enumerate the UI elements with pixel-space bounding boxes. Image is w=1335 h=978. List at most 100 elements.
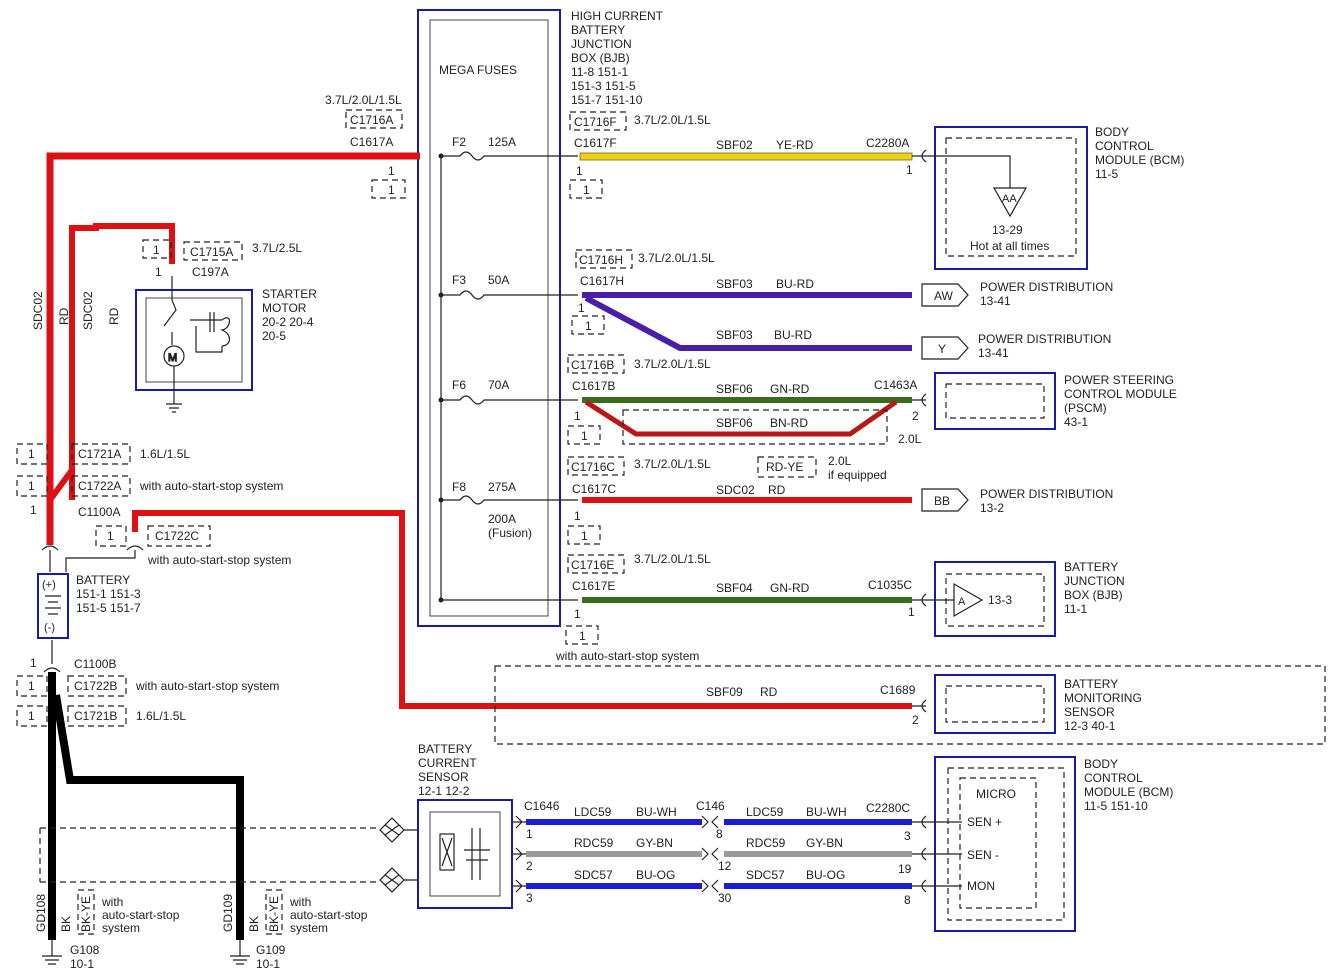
conn-c1716e-box [567,554,625,574]
wire-black-g109 [52,694,244,940]
svg-text:CONTROL: CONTROL [1095,139,1154,153]
wire-label-bkye-1: BK-YE [79,896,93,932]
conn-c1721a-box [71,443,131,465]
svg-text:MONITORING: MONITORING [1064,691,1142,705]
pin-c1617h: 1 [578,301,585,315]
wire-label-gd109: GD109 [221,894,235,932]
pin-box-c1716b [567,425,601,445]
fuse-f6: F6 70A [441,378,578,405]
svg-text:SENSOR: SENSOR [1064,705,1115,719]
conn-c1716b: C1716B [571,358,614,372]
svg-text:11-5: 11-5 [1095,167,1118,181]
svg-text:MODULE (BCM): MODULE (BCM) [1084,785,1173,799]
svg-text:BU-WH: BU-WH [636,805,677,819]
wire-label-rd-b: RD [107,307,121,325]
rdye-note-2-0l: 2.0L [828,454,852,468]
wire-sbf02 [579,152,913,161]
connector-c2280a [912,149,927,163]
conn-c1617c: C1617C [572,482,616,496]
starter-motor-box [135,289,253,391]
power-dist-2-ref: 13-41 [978,346,1009,360]
ground-g108: G108 [70,943,100,957]
pin-box-c1716c [567,525,601,545]
sensor-link-lines [404,829,418,881]
conn-c1716h-box [575,249,633,269]
circuit-sbf03-b: SBF03 [716,328,753,342]
ground-symbol-g109 [230,940,250,965]
conn-c1689: C1689 [880,683,916,697]
hcbjb-inner-box [429,19,549,617]
wire-sbf03-b [584,295,912,351]
wire-red-main [46,152,420,545]
wire-sbf04 [582,597,912,603]
svg-text:(Fusion): (Fusion) [488,526,532,540]
color-bu-rd-a: BU-RD [776,277,814,291]
color-bn-rd: BN-RD [770,416,808,430]
battery-plus: (+) [42,579,56,591]
svg-text:GY-BN: GY-BN [636,836,673,850]
circuit-sbf04: SBF04 [716,581,753,595]
wire-label-bk-2: BK [247,916,261,932]
sensor-box [417,799,513,909]
conn-c146: C146 [696,799,725,813]
note-c1721b: 1.6L/1.5L [136,709,186,723]
note-c1722a: with auto-start-stop system [139,479,283,493]
sensor-wire-sdc57: SDC57 BU-OG SDC57 BU-OG 3 30 8 [526,868,912,907]
note-with-1: with [101,895,123,909]
bcm-title: BODY CONTROL MODULE (BCM) 11-5 [1095,125,1184,181]
note-c1716e: with auto-start-stop system [555,649,699,663]
circuit-sbf09: SBF09 [706,685,743,699]
pin-box-c1716a [371,179,406,199]
svg-text:3: 3 [904,829,911,843]
pin-box-c1722b [16,675,48,697]
engine-note-c1715a: 3.7L/2.5L [252,241,302,255]
svg-text:3: 3 [526,891,533,905]
svg-text:151-3 151-5: 151-3 151-5 [571,79,636,93]
engine-note-2-0l: 2.0L [898,432,922,446]
svg-text:50A: 50A [488,273,509,287]
svg-text:CONTROL MODULE: CONTROL MODULE [1064,387,1177,401]
circuit-sbf06: SBF06 [716,382,753,396]
svg-text:151-1 151-3: 151-1 151-3 [76,587,141,601]
svg-text:SDC57: SDC57 [746,868,785,882]
pin-c197a: 1 [155,265,162,279]
conn-c1716e: C1716E [571,558,614,572]
svg-text:BODY: BODY [1095,125,1129,139]
note-c1722c: with auto-start-stop system [147,553,291,567]
conn-c1100a: C1100A [78,505,120,519]
svg-text:M: M [168,352,177,364]
a-ref: 13-3 [988,593,1012,607]
color-rd-1: RD [768,483,786,497]
circuit-sbf06-alt: SBF06 [716,416,753,430]
sensor-wire-rdc59: RDC59 GY-BN RDC59 GY-BN 2 12 19 [526,836,912,876]
svg-text:F6: F6 [452,378,466,392]
micro-label: MICRO [976,787,1016,801]
color-bu-rd-b: BU-RD [774,328,812,342]
svg-text:8: 8 [716,827,723,841]
battery-title: BATTERY 151-1 151-3 151-5 151-7 [76,573,141,615]
ground-g108-ref: 10-1 [70,957,94,971]
pin-c1463a: 2 [912,409,919,423]
conn-c1716c-box [567,456,625,476]
connector-c1100b [43,640,61,673]
svg-text:200A: 200A [488,512,516,526]
conn-c1617h: C1617H [580,274,624,288]
pin-c1100b: 1 [30,656,37,670]
svg-text:275A: 275A [488,480,516,494]
pin-box-c1715a [142,239,172,259]
sen-plus-label: SEN + [967,815,1002,829]
optional-area-box [494,665,1326,745]
svg-text:BATTERY: BATTERY [418,742,472,756]
svg-text:12-3 40-1: 12-3 40-1 [1064,719,1116,733]
conn-c1722a-box [71,475,131,497]
conn-c1721b: C1721B [74,709,117,723]
svg-text:RDC59: RDC59 [574,836,614,850]
wire-label-sdc02-b: SDC02 [81,291,95,330]
pin-box-c1722a [16,475,48,497]
sensor-inner [429,811,501,897]
conn-c1722c: C1722C [155,529,199,543]
wire-sbf06-bn [584,399,898,437]
conn-c197a: C197A [192,265,229,279]
wire-label-sdc02-a: SDC02 [31,291,45,330]
conn-c1716f: C1716F [574,115,617,129]
